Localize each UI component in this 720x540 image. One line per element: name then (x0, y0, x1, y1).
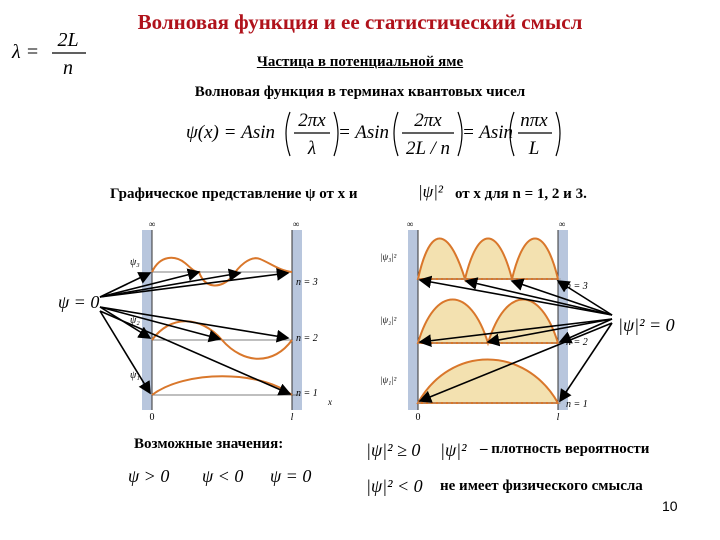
right-n3: n = 3 (566, 281, 588, 292)
right-n2: n = 2 (566, 337, 588, 348)
psi3-curve (151, 256, 293, 287)
density-expr2: |ψ|² (440, 440, 467, 460)
wavefunction-label: Волновая функция в терминах квантовых чи… (194, 84, 526, 100)
density-text: – плотность вероятности (480, 441, 650, 457)
left-graph: ∞ ∞ n = 3 n = 2 n = 1 ψ₃ ψ₂ ψ₁ 0 l x (130, 219, 332, 423)
lambda-lhs: λ = (11, 41, 39, 63)
left-inf-a: ∞ (149, 219, 155, 229)
psi-f1-den: λ (307, 138, 316, 159)
psi-mid2: = Asin (462, 122, 513, 143)
left-n1: n = 1 (296, 388, 318, 399)
psi-f3-den: L (528, 138, 540, 159)
right-psi1: |ψ₁|² (380, 375, 397, 385)
right-axis-l: l (557, 412, 560, 423)
left-axis-zero: 0 (150, 412, 155, 423)
possible-value-zero: ψ = 0 (270, 466, 312, 486)
left-psi2: ψ₂ (130, 315, 140, 326)
wavefunction-diagram: ∞ ∞ n = 3 n = 2 n = 1 ψ₃ ψ₂ ψ₁ 0 l x ∞ ∞ (58, 219, 675, 423)
possible-value-positive: ψ > 0 (128, 466, 170, 486)
subtitle: Частица в потенциальной яме (256, 54, 464, 70)
left-n3: n = 3 (296, 277, 318, 288)
right-inf-a: ∞ (407, 219, 413, 229)
psi2-sq-curve (416, 298, 560, 347)
right-inf-b: ∞ (559, 219, 565, 229)
graph-title-left: Графическое представление ψ от x и (110, 186, 358, 202)
left-psi3: ψ₃ (130, 257, 140, 268)
psi-f2-num: 2πx (414, 110, 442, 131)
psi2-curve (151, 320, 293, 360)
psi-f2-den: 2L / n (406, 138, 450, 159)
nophys-text: не имеет физического смысла (440, 478, 643, 494)
graph-title-right: от x для n = 1, 2 и 3. (455, 186, 587, 202)
right-arrows (418, 275, 613, 403)
psi-sq-zero-label: |ψ|² = 0 (618, 315, 675, 335)
right-axis-zero: 0 (416, 412, 421, 423)
right-psi3: |ψ₃|² (380, 252, 397, 262)
psi1-sq-curve (416, 358, 560, 404)
left-n2: n = 2 (296, 333, 318, 344)
right-psi2: |ψ₂|² (380, 315, 397, 325)
psi-sq-title-symbol: |ψ|² (418, 182, 444, 201)
left-axis-l: l (291, 412, 294, 423)
psi-f3-num: nπx (520, 110, 548, 131)
psi-lhs: ψ(x) = Asin (186, 122, 275, 143)
slide-title: Волновая функция и ее статистический смы… (137, 10, 583, 34)
right-graph: ∞ ∞ n = 3 n = 2 n = 1 |ψ₃|² |ψ₂|² |ψ₁|² … (380, 219, 588, 423)
left-arrows (99, 268, 292, 396)
possible-values-label: Возможные значения: (134, 436, 284, 452)
nophys-expr: |ψ|² < 0 (366, 476, 423, 496)
page-number: 10 (662, 498, 678, 514)
possible-value-negative: ψ < 0 (202, 466, 244, 486)
lambda-num: 2L (57, 29, 78, 51)
right-n1: n = 1 (566, 399, 588, 410)
psi-formula: ψ(x) = Asin 2πx λ = Asin 2πx 2L / n = As… (186, 110, 561, 159)
left-psi1: ψ₁ (130, 370, 140, 381)
density-expr: |ψ|² ≥ 0 (366, 440, 421, 460)
psi-zero-label: ψ = 0 (58, 292, 99, 312)
psi3-sq-curve (416, 237, 560, 283)
left-axis-x: x (327, 397, 332, 407)
left-inf-b: ∞ (293, 219, 299, 229)
lambda-den: n (63, 57, 73, 79)
lambda-formula: λ = 2L n (11, 29, 86, 79)
psi-mid: = Asin (338, 122, 389, 143)
psi-f1-num: 2πx (298, 110, 326, 131)
